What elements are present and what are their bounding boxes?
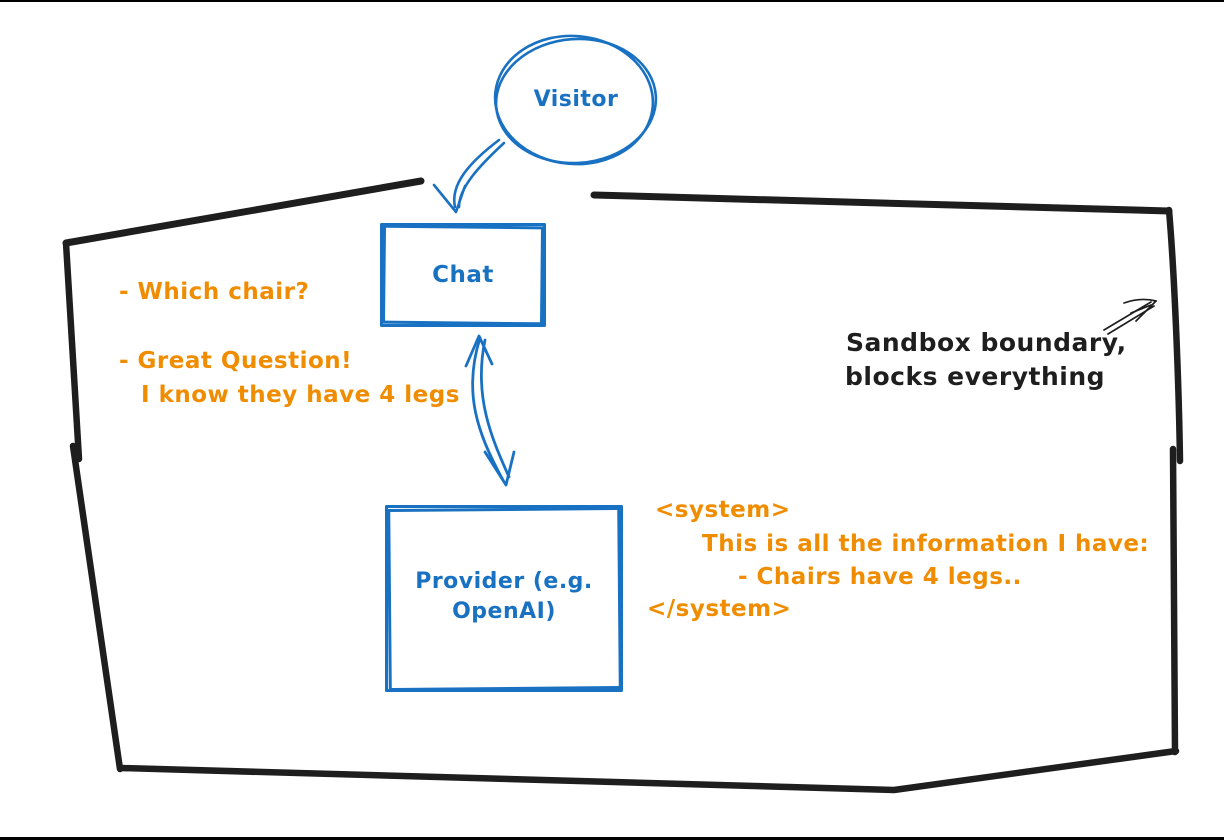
annotation-which-chair: - Which chair?	[119, 279, 310, 305]
provider-label-line2: OpenAI)	[452, 599, 556, 624]
chat-rect	[380, 223, 546, 327]
provider-node-label: Provider (e.g. OpenAI)	[389, 567, 619, 627]
provider-rect	[385, 505, 623, 692]
arrow-visitor-to-chat	[432, 138, 506, 214]
provider-label-line1: Provider (e.g.	[415, 569, 593, 594]
chat-node-label: Chat	[432, 262, 494, 288]
sandbox-boundary-label-line1: Sandbox boundary,	[846, 328, 1127, 357]
annotation-system-close-tag: </system>	[647, 596, 792, 622]
screenshot-bottom-edge	[0, 837, 1224, 840]
arrow-chat-provider	[464, 334, 516, 487]
visitor-ellipse	[493, 34, 658, 166]
annotation-system-chairs: - Chairs have 4 legs..	[738, 564, 1022, 590]
screenshot-top-edge	[0, 0, 1224, 2]
annotation-great-question-line1: - Great Question!	[119, 348, 353, 374]
arrow-up-right-icon	[1103, 298, 1157, 335]
sandbox-boundary	[62, 177, 1184, 794]
annotation-great-question-line2: I know they have 4 legs	[141, 382, 460, 408]
annotation-system-info: This is all the information I have:	[702, 531, 1150, 557]
visitor-node-label: Visitor	[533, 87, 619, 112]
annotation-system-open-tag: <system>	[655, 497, 791, 523]
sandbox-boundary-label-line2: blocks everything	[845, 362, 1106, 391]
